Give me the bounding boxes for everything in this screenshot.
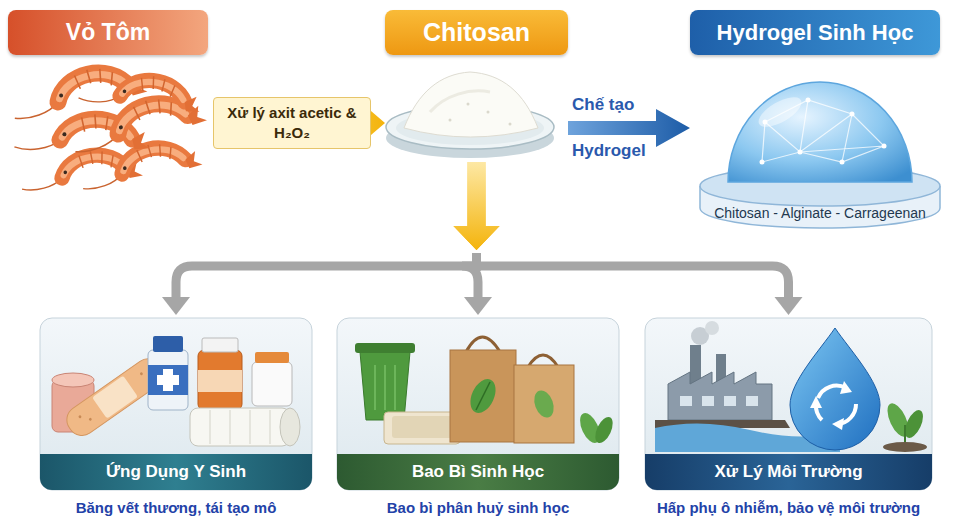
powder-grain <box>449 119 452 122</box>
panel-ground <box>645 318 932 490</box>
powder-shade <box>430 91 490 112</box>
title-banner: Vỏ Tôm <box>8 10 208 55</box>
panel-band: Xử Lý Môi Trường <box>645 454 932 490</box>
factory-window <box>702 396 714 406</box>
stage-node: Chitosan <box>385 10 568 160</box>
bin-ribs <box>375 365 395 410</box>
panel-band: Bao Bì Sinh Học <box>337 454 619 490</box>
panel-ground <box>40 318 312 490</box>
medical-cross <box>157 375 179 385</box>
factory <box>668 372 772 420</box>
network-node <box>840 160 845 165</box>
factory-window <box>724 396 736 406</box>
environment-icons <box>655 321 927 452</box>
leaf <box>531 388 557 420</box>
powder-grain <box>487 111 490 114</box>
panel-subtitle: Hấp phụ ô nhiễm, bảo vệ môi trường <box>657 499 920 516</box>
bottle-label <box>148 365 188 395</box>
panel-ground <box>337 318 619 490</box>
trunk-arrow <box>454 162 500 250</box>
trunk-arrow <box>454 162 500 250</box>
blue-bottle <box>148 350 188 410</box>
stage-node: Vỏ Tôm <box>8 10 223 182</box>
recycle-head <box>832 418 844 430</box>
trunk-arrow <box>454 162 500 250</box>
bottle-cap <box>153 336 183 352</box>
leaf <box>465 375 500 417</box>
paper-bag <box>514 365 574 443</box>
medical-icons <box>52 336 300 446</box>
gel-highlight <box>754 91 806 132</box>
powder-grain <box>467 103 470 106</box>
network-node <box>850 112 855 117</box>
title-banner: Hydrogel Sinh Học <box>690 10 940 55</box>
bandage-hole <box>139 372 143 376</box>
bandage-pad <box>92 376 138 419</box>
food-tray <box>384 412 460 444</box>
network-node <box>882 144 887 149</box>
panel-subtitle: Bao bì phân huỷ sinh học <box>387 499 570 516</box>
powder-grain <box>509 123 512 126</box>
bottle-cap <box>202 338 238 352</box>
panel-subtitle: Băng vết thương, tái tạo mô <box>76 499 277 516</box>
flow-arrow <box>454 162 803 315</box>
water-drop <box>790 328 880 450</box>
jar-lid <box>255 352 289 363</box>
branch-line <box>477 253 789 298</box>
branch-head <box>775 297 803 315</box>
shrimp <box>78 64 204 120</box>
component-label: Chitosan - Alginate - Carrageenan <box>714 205 926 221</box>
bandage-hole <box>88 417 92 421</box>
pink-roll-top <box>52 373 94 387</box>
application-panel: Ứng Dụng Y SinhBăng vết thương, tái tạo … <box>40 318 312 490</box>
gauze-roll <box>190 408 290 446</box>
edge-label: Chế tạo Hydrogel <box>572 82 658 174</box>
tray-inner <box>392 416 452 438</box>
leaf-vein <box>476 382 490 410</box>
network-node <box>760 160 765 165</box>
bottle-label <box>198 370 242 392</box>
green-bin <box>360 352 410 420</box>
plant-leaf <box>592 414 617 445</box>
recycle-head <box>810 396 822 408</box>
gel-dome <box>728 82 912 182</box>
packaging-icons <box>355 337 616 446</box>
panel-band: Ứng Dụng Y Sinh <box>40 454 312 490</box>
branch-head <box>464 297 492 315</box>
hydrogel-dome <box>700 82 940 228</box>
smoke <box>705 321 719 335</box>
application-panel: Xử Lý Môi TrườngHấp phụ ô nhiễm, bảo vệ … <box>645 318 932 490</box>
gauze-folds <box>210 410 270 444</box>
flow-arrow <box>162 162 500 315</box>
chitosan-powder <box>404 72 538 137</box>
white-jar <box>252 362 292 406</box>
network-node <box>806 98 811 103</box>
factory-window <box>746 396 758 406</box>
branch-head <box>162 297 190 315</box>
chitosan-dish <box>386 72 554 158</box>
bandage-hole <box>78 415 82 419</box>
stage-node: Hydrogel Sinh Học <box>690 10 942 226</box>
bin-lid <box>355 343 415 353</box>
network-node <box>798 150 803 155</box>
title-banner: Chitosan <box>385 10 568 55</box>
orange-bottle <box>198 350 242 410</box>
paper-bag <box>450 350 516 442</box>
edge-label: Xử lý axit acetic & H₂O₂ <box>213 97 371 149</box>
soil <box>883 442 927 452</box>
branch-line <box>176 253 477 298</box>
gauze-end <box>280 408 300 446</box>
application-panel: Bao Bì Sinh HọcBao bì phân huỷ sinh học <box>337 318 619 490</box>
recycle-head <box>840 381 852 394</box>
factory-window <box>680 396 692 406</box>
shrimp-pile <box>10 62 209 191</box>
flow-arrow <box>454 162 500 315</box>
